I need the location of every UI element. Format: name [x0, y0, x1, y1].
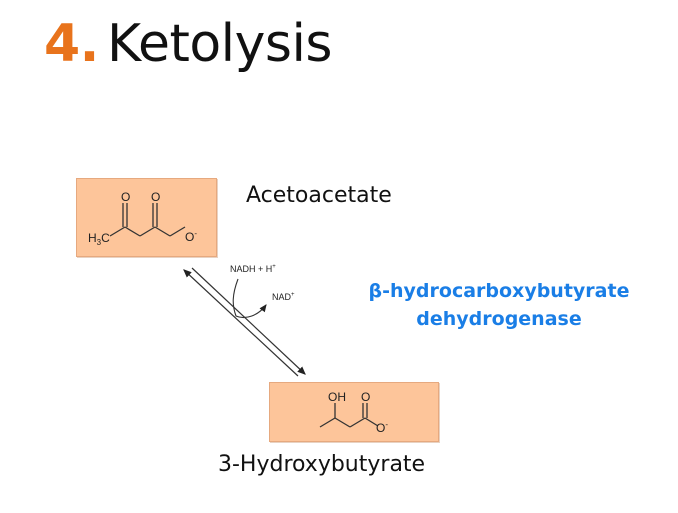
enzyme-name-line2: dehydrogenase	[416, 308, 582, 330]
product-carboxylate-oxygen: O-	[376, 420, 388, 435]
cofactor-curve-arrow	[232, 278, 267, 319]
product-label: 3-Hydroxybutyrate	[218, 452, 426, 477]
slide-title: 4.Ketolysis	[44, 12, 333, 76]
substrate-label: Acetoacetate	[246, 183, 392, 208]
product-carboxyl-oxygen: O	[361, 390, 370, 404]
enzyme-name-line1: β-hydrocarboxybutyrate	[368, 280, 630, 302]
hydroxyl-group: OH	[328, 390, 346, 404]
hydroxybutyrate-molecule	[319, 403, 379, 428]
title-text: Ketolysis	[106, 14, 333, 74]
methyl-group: H3C	[88, 231, 110, 247]
acetoacetate-structure-box	[76, 178, 217, 257]
carboxylate-oxygen: O-	[185, 229, 197, 244]
hydroxybutyrate-structure-box	[269, 382, 439, 442]
acetoacetate-molecule	[109, 203, 186, 237]
title-number: 4.	[44, 14, 99, 74]
ketone-oxygen: O	[121, 190, 130, 204]
reversible-arrow	[183, 267, 306, 377]
cofactor-in-label: NADH + H+	[230, 264, 276, 274]
cofactor-out-label: NAD+	[272, 292, 295, 302]
carboxyl-oxygen: O	[151, 190, 160, 204]
enzyme-label: β-hydrocarboxybutyrate dehydrogenase	[354, 277, 644, 333]
